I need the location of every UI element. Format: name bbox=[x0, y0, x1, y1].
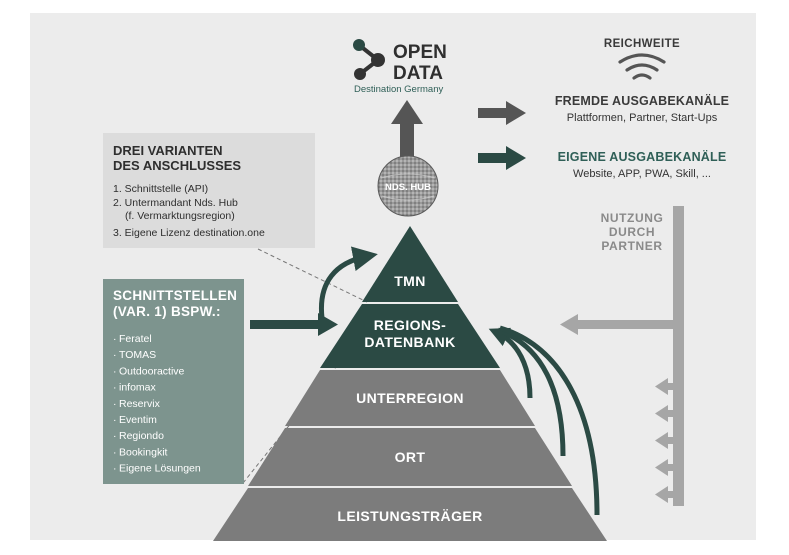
svg-text:NUTZUNG: NUTZUNG bbox=[601, 211, 664, 225]
variants-item-1: 1. Schnittstelle (API) bbox=[113, 183, 208, 195]
variants-title-1: DREI VARIANTEN bbox=[113, 143, 223, 158]
interfaces-bullet: · bbox=[113, 446, 117, 458]
curved-arrow-to-tmn bbox=[318, 246, 378, 319]
svg-text:PARTNER: PARTNER bbox=[601, 239, 662, 253]
wifi-icon bbox=[618, 53, 666, 80]
variants-box: DREI VARIANTEN DES ANSCHLUSSES 1. Schnit… bbox=[103, 133, 315, 248]
curved-arrows-to-datenbank bbox=[488, 325, 600, 516]
output-fremde-sub: Plattformen, Partner, Start-Ups bbox=[567, 112, 718, 124]
interfaces-bullet: · bbox=[113, 365, 117, 377]
interfaces-item: TOMAS bbox=[119, 349, 156, 361]
interfaces-box: SCHNITTSTELLEN (VAR. 1) BSPW.: ·Feratel·… bbox=[103, 279, 244, 484]
interfaces-bullet: · bbox=[113, 333, 117, 345]
reach-label: REICHWEITE bbox=[604, 38, 680, 50]
up-arrow bbox=[391, 100, 423, 158]
variants-item-2b: (f. Vermarktungsregion) bbox=[125, 210, 235, 222]
pyramid-level-unterregion bbox=[285, 370, 535, 426]
interfaces-item: Bookingkit bbox=[119, 446, 168, 458]
open-data-logo: OPEN DATA Destination Germany bbox=[353, 39, 447, 95]
arrow-schnittstellen-to-datenbank bbox=[250, 313, 338, 336]
interfaces-bullet: · bbox=[113, 349, 117, 361]
pyramid-level-regionsdatenbank bbox=[320, 304, 500, 368]
partner-usage-arrows bbox=[560, 206, 684, 506]
nds-hub-globe: NDS. HUB bbox=[377, 155, 439, 217]
pyramid: TMN REGIONS- DATENBANK UNTERREGION ORT L… bbox=[213, 226, 607, 541]
open-data-subtitle: Destination Germany bbox=[354, 84, 443, 95]
svg-text:DURCH: DURCH bbox=[609, 225, 655, 239]
interfaces-list: ·Feratel·TOMAS·Outdooractive·infomax·Res… bbox=[113, 333, 201, 475]
interfaces-bullet: · bbox=[113, 382, 117, 394]
arrow-to-eigene bbox=[478, 146, 526, 170]
pyramid-label-leistungstraeger: LEISTUNGSTRÄGER bbox=[337, 508, 482, 524]
network-icon bbox=[353, 39, 385, 80]
variants-item-3: 3. Eigene Lizenz destination.one bbox=[113, 227, 265, 239]
interfaces-item: infomax bbox=[119, 382, 157, 394]
arrow-to-fremde bbox=[478, 101, 526, 125]
pyramid-label-regions: REGIONS- bbox=[374, 317, 446, 333]
variants-title-2: DES ANSCHLUSSES bbox=[113, 158, 241, 173]
interfaces-item: Regiondo bbox=[119, 430, 164, 442]
interfaces-item: Feratel bbox=[119, 333, 152, 345]
pyramid-level-ort bbox=[248, 428, 572, 486]
interfaces-item: Eigene Lösungen bbox=[119, 463, 201, 475]
open-data-line2: DATA bbox=[393, 63, 443, 84]
pyramid-level-leistungstraeger bbox=[213, 488, 607, 541]
interfaces-bullet: · bbox=[113, 430, 117, 442]
interfaces-item: Eventim bbox=[119, 414, 157, 426]
pyramid-level-tmn bbox=[362, 226, 458, 302]
output-eigene-sub: Website, APP, PWA, Skill, ... bbox=[573, 168, 711, 180]
interfaces-title-2: (VAR. 1) BSPW.: bbox=[113, 304, 221, 319]
interfaces-title-1: SCHNITTSTELLEN bbox=[113, 288, 237, 303]
interfaces-bullet: · bbox=[113, 398, 117, 410]
interfaces-item: Reservix bbox=[119, 398, 161, 410]
pyramid-label-unterregion: UNTERREGION bbox=[356, 390, 464, 406]
interfaces-bullet: · bbox=[113, 414, 117, 426]
pyramid-label-datenbank: DATENBANK bbox=[364, 334, 455, 350]
dashed-connector-top bbox=[257, 248, 368, 303]
pyramid-label-tmn: TMN bbox=[394, 273, 426, 289]
pyramid-label-ort: ORT bbox=[395, 449, 426, 465]
nutzung-label: NUTZUNG DURCH PARTNER bbox=[601, 211, 664, 253]
interfaces-bullet: · bbox=[113, 463, 117, 475]
output-eigene-title: EIGENE AUSGABEKANÄLE bbox=[558, 149, 727, 164]
output-fremde-title: FREMDE AUSGABEKANÄLE bbox=[555, 93, 729, 108]
open-data-line1: OPEN bbox=[393, 42, 447, 63]
hub-label: NDS. HUB bbox=[385, 182, 431, 193]
variants-item-2: 2. Untermandant Nds. Hub bbox=[113, 197, 238, 209]
interfaces-item: Outdooractive bbox=[119, 365, 185, 377]
